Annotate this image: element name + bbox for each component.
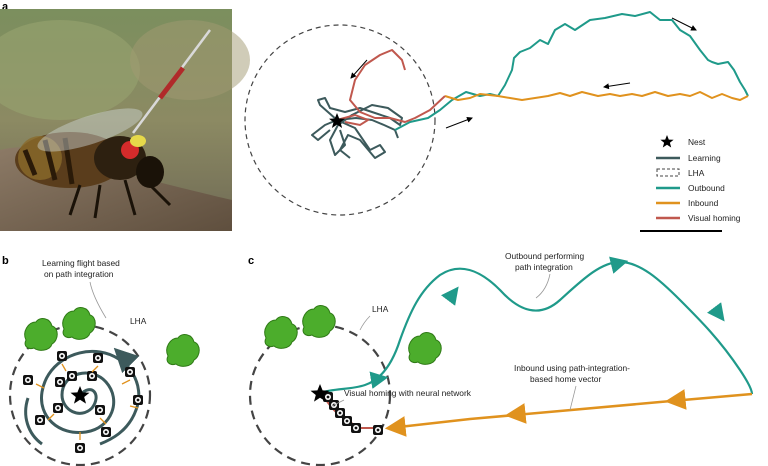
learning-loop-b [24, 397, 43, 446]
direction-arrow [671, 17, 697, 31]
bee-icon [373, 425, 383, 435]
inbound-trajectory-a [444, 91, 749, 101]
panel-c-inbound-leader [569, 385, 577, 411]
legend-learning-label: Learning [688, 153, 721, 163]
bee-icon [67, 371, 77, 381]
lha-circle-b [8, 323, 152, 466]
bee-photo [0, 9, 250, 231]
panel-label-a: a [2, 1, 9, 13]
lha-circle-a [244, 24, 436, 216]
bee-icon [93, 353, 103, 363]
bee-icon [35, 415, 45, 425]
panel-c-visual-homing-leader [331, 399, 345, 407]
inbound-path-c [389, 392, 753, 430]
panel-c-lha-leader [359, 315, 371, 331]
panel-c-outbound-line2: path integration [515, 262, 573, 272]
tree-icon [264, 316, 298, 349]
legend-inbound-label: Inbound [688, 198, 719, 208]
legend-outbound-label: Outbound [688, 183, 725, 193]
panel-c-outbound-line1: Outbound performing [505, 251, 584, 261]
nest-star-c [310, 384, 330, 402]
panel-b-lha-label: LHA [130, 316, 147, 326]
learning-trajectory-a [311, 97, 403, 159]
bee-icon [133, 395, 143, 405]
tree-icon [166, 334, 200, 367]
panel-c-inbound-line1: Inbound using path-integration- [514, 363, 630, 373]
learning-spiral-b [40, 349, 141, 446]
outbound-trajectory-a [394, 11, 749, 131]
legend: Nest Learning LHA Outbound Inbound Visua… [656, 135, 741, 223]
panel-c-visual-homing-label: Visual homing with neural network [344, 388, 472, 398]
direction-arrow [350, 59, 368, 79]
direction-arrow [445, 116, 473, 129]
tree-icon [24, 318, 58, 351]
panel-label-b: b [2, 255, 9, 267]
inbound-arrow [384, 416, 407, 437]
panel-c-outbound-leader [535, 273, 551, 299]
panel-label-c: c [248, 255, 254, 267]
bee-icon [351, 423, 361, 433]
legend-lha-label: LHA [688, 168, 705, 178]
visual-homing-tail-a [336, 113, 371, 127]
bee-icon [23, 375, 33, 385]
nest-star-b [70, 386, 90, 404]
bee-icon [95, 405, 105, 415]
tree-icon [408, 332, 442, 365]
legend-nest-star [660, 135, 674, 148]
direction-arrow [603, 82, 631, 90]
nest-star-a [329, 113, 345, 128]
bee-icon [57, 351, 67, 361]
outbound-arrow [609, 256, 629, 274]
outbound-arrow [369, 371, 389, 389]
legend-nest-label: Nest [688, 137, 706, 147]
outbound-arrow [707, 302, 725, 322]
panel-b-caption-leader [89, 281, 107, 319]
panel-c-lha-label: LHA [372, 304, 389, 314]
bee-icon [75, 443, 85, 453]
panel-c-inbound-line2: based home vector [530, 374, 601, 384]
panel-b-caption-line1: Learning flight based [42, 258, 120, 268]
tree-icon [62, 307, 96, 340]
legend-visual-homing-label: Visual homing [688, 213, 741, 223]
bee-icon [101, 427, 111, 437]
legend-lha-swatch [656, 168, 680, 177]
learning-arrow-b [113, 347, 140, 374]
lha-circle-c [248, 323, 392, 466]
outbound-path-c [319, 260, 754, 395]
inbound-arrow [664, 389, 687, 410]
bee-icon [87, 371, 97, 381]
bee-icon [55, 377, 65, 387]
bee-markers-c [323, 392, 383, 435]
visual-homing-trajectory-a [349, 49, 446, 123]
tree-icon [302, 305, 336, 338]
bee-icon [53, 403, 63, 413]
bee-icon [125, 367, 135, 377]
panel-b-caption-line2: on path integration [44, 269, 114, 279]
bee-icon [342, 416, 352, 426]
inbound-arrow [504, 403, 527, 424]
outbound-arrow [441, 286, 459, 306]
path-integration-vectors-b [35, 363, 139, 440]
